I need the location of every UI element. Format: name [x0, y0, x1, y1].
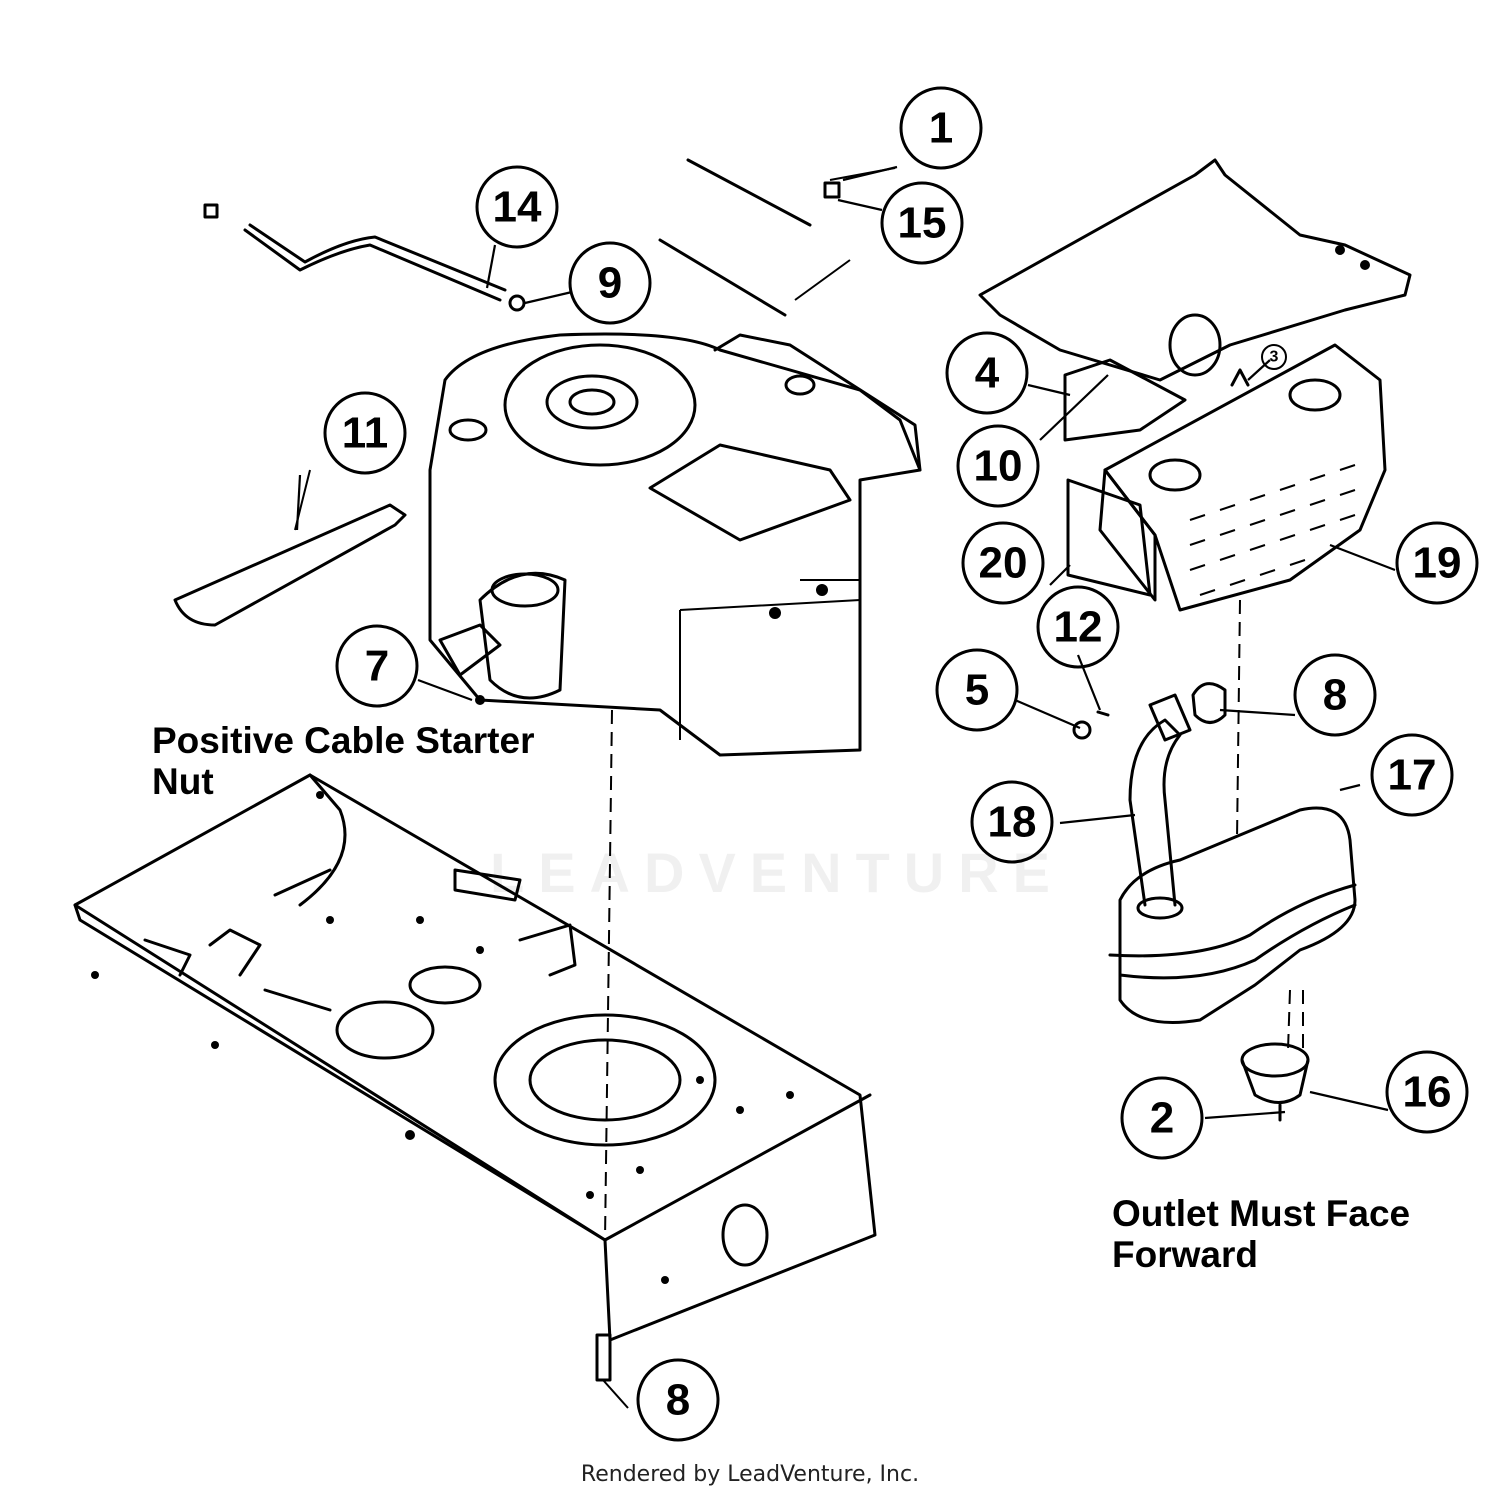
callout-14-label: 14 — [493, 183, 542, 232]
callout-11-label: 11 — [342, 409, 389, 458]
note-outlet-direction-line2: Forward — [1112, 1234, 1258, 1275]
note-positive-cable-line1: Positive Cable Starter — [152, 720, 535, 761]
cable-assembly — [658, 158, 896, 317]
air-baffle — [173, 469, 407, 627]
callout-2-label: 2 — [1150, 1094, 1174, 1143]
callout-4: 4 — [945, 331, 1029, 415]
callout-17: 17 — [1370, 733, 1454, 817]
callout-3: 3 — [1261, 344, 1287, 370]
leader-lines — [295, 165, 1396, 1120]
muffler-deflector — [1240, 1042, 1310, 1122]
callout-8-lower: 8 — [636, 1358, 720, 1442]
note-outlet-direction-line1: Outlet Must Face — [1112, 1193, 1411, 1234]
callout-7-label: 7 — [365, 642, 389, 691]
callout-1: 1 — [899, 86, 983, 170]
callout-19: 19 — [1395, 521, 1479, 605]
callout-20-label: 20 — [979, 539, 1028, 588]
callout-12-label: 12 — [1054, 603, 1103, 652]
render-credit: Rendered by LeadVenture, Inc. — [580, 1462, 920, 1487]
callout-8-upper-label: 8 — [1323, 671, 1347, 720]
callout-4-label: 4 — [975, 349, 1000, 398]
callout-8-lower-label: 8 — [666, 1376, 690, 1425]
callout-5: 5 — [935, 648, 1019, 732]
callout-9: 9 — [568, 241, 652, 325]
callout-17-label: 17 — [1388, 751, 1437, 800]
muffler — [1072, 682, 1357, 1051]
callout-2: 2 — [1120, 1076, 1204, 1160]
callout-8-upper: 8 — [1293, 653, 1377, 737]
callout-16: 16 — [1385, 1050, 1469, 1134]
muffler-bracket — [978, 158, 1412, 442]
callout-15-label: 15 — [898, 199, 947, 248]
note-positive-cable-line2: Nut — [152, 761, 214, 802]
frame — [73, 773, 877, 1409]
callout-16-label: 16 — [1403, 1068, 1452, 1117]
heat-shield — [1066, 343, 1387, 841]
callout-15: 15 — [880, 181, 964, 265]
callout-5-label: 5 — [965, 666, 989, 715]
callout-3-label: 3 — [1270, 349, 1279, 366]
callout-19-label: 19 — [1413, 539, 1462, 588]
throttle-rod — [203, 203, 526, 312]
engine — [428, 332, 922, 1241]
watermark-text: LEADVENTURE — [490, 841, 1065, 904]
callout-12: 12 — [1036, 585, 1120, 669]
callout-20: 20 — [961, 521, 1045, 605]
callout-7: 7 — [335, 624, 419, 708]
callout-14: 14 — [475, 165, 559, 249]
callout-11: 11 — [323, 391, 407, 475]
callout-9-label: 9 — [598, 259, 622, 308]
callout-10: 10 — [956, 424, 1040, 508]
callout-1-label: 1 — [929, 104, 953, 153]
note-outlet-direction: Outlet Must Face Forward — [1112, 1193, 1410, 1275]
callout-18-label: 18 — [988, 798, 1037, 847]
callout-10-label: 10 — [974, 442, 1023, 491]
callout-18: 18 — [970, 780, 1054, 864]
note-positive-cable: Positive Cable Starter Nut — [152, 720, 534, 802]
